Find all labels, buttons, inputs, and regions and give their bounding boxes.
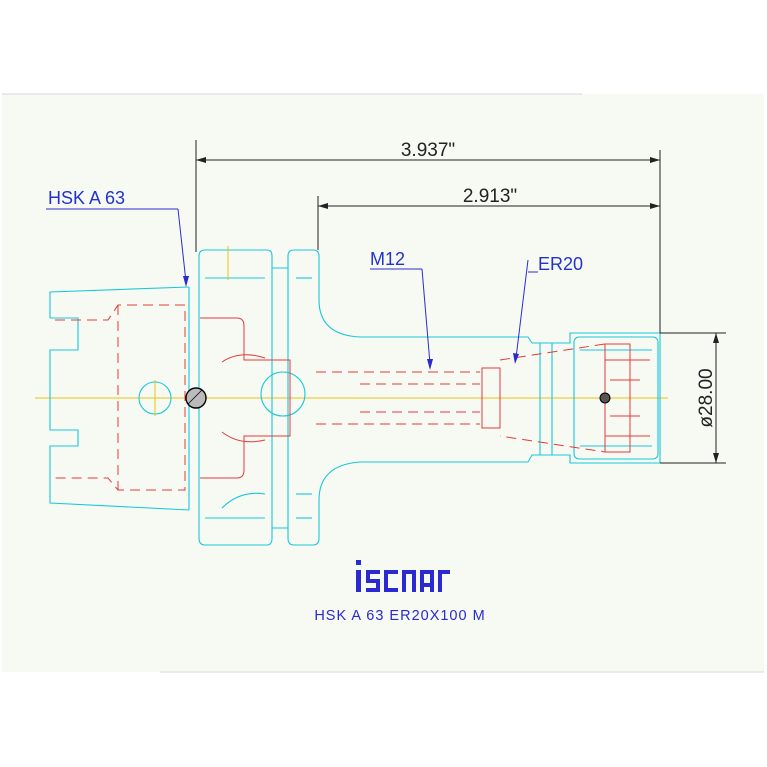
part-caption: HSK A 63 ER20X100 M — [314, 608, 485, 624]
dimension-lines — [195, 140, 726, 464]
drawing-sheet — [2, 94, 764, 672]
collet-callout: ER20 — [538, 254, 583, 274]
overall-length-label: 3.937" — [401, 140, 455, 161]
tool-tip-marker — [599, 392, 611, 404]
gauge-length-label: 2.913" — [463, 186, 517, 207]
callout-leaders — [46, 208, 538, 370]
iscar-logo — [356, 560, 450, 592]
taper-callout: HSK A 63 — [48, 188, 125, 208]
gauge-point-marker — [185, 387, 207, 409]
diameter-label: ø28.00 — [696, 368, 717, 427]
thread-callout: M12 — [370, 249, 405, 269]
gauge-point-hatch — [187, 389, 203, 405]
